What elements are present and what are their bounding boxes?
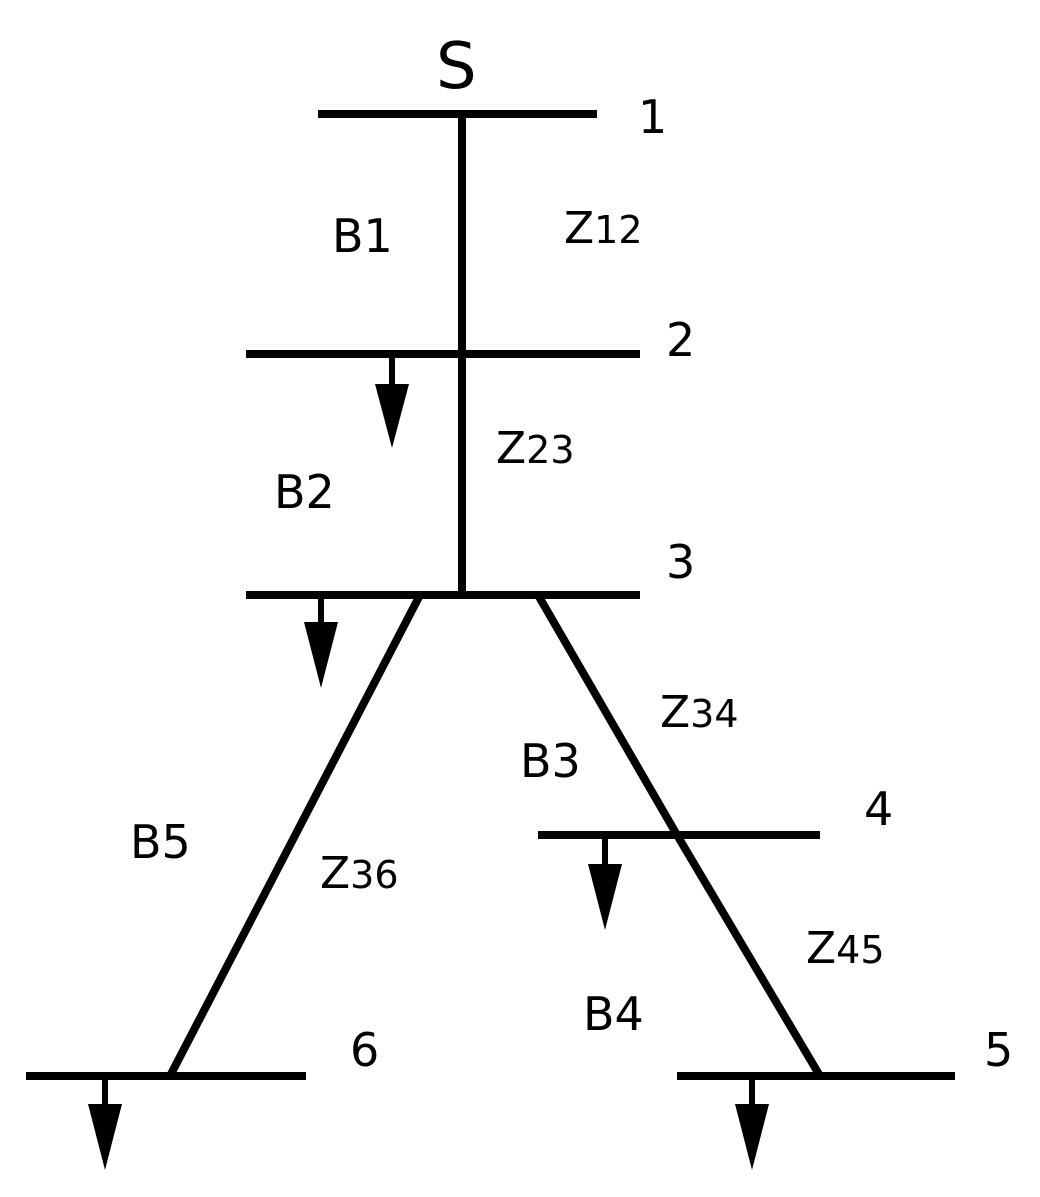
- impedance-label-z45: Z45: [806, 923, 885, 974]
- load-arrow-bus-6: [88, 1076, 122, 1170]
- impedance-label-z12: Z12: [564, 203, 643, 254]
- node-label-4: 4: [864, 782, 893, 836]
- load-arrow-bus-2: [375, 354, 409, 448]
- branch-label-b2: B2: [274, 465, 335, 519]
- node-label-6: 6: [350, 1023, 379, 1077]
- node-label-2: 2: [666, 313, 695, 367]
- node-label-5: 5: [984, 1023, 1013, 1077]
- impedance-label-z34: Z34: [660, 687, 739, 738]
- branch-label-b3: B3: [520, 734, 581, 788]
- load-arrow-bus-3: [304, 595, 338, 688]
- line-4-5: [673, 832, 824, 1079]
- branch-label-b5: B5: [130, 815, 191, 869]
- source-label: S: [436, 30, 477, 104]
- node-label-1: 1: [638, 90, 667, 144]
- load-arrow-bus-4: [588, 835, 622, 930]
- impedance-label-z23: Z23: [496, 423, 575, 474]
- line-3-4: [534, 592, 681, 838]
- line-3-6: [166, 593, 424, 1078]
- branch-label-b4: B4: [583, 987, 644, 1041]
- impedance-label-z36: Z36: [320, 848, 399, 899]
- node-label-3: 3: [666, 535, 695, 589]
- load-arrow-bus-5: [735, 1076, 769, 1170]
- branch-label-b1: B1: [332, 209, 393, 263]
